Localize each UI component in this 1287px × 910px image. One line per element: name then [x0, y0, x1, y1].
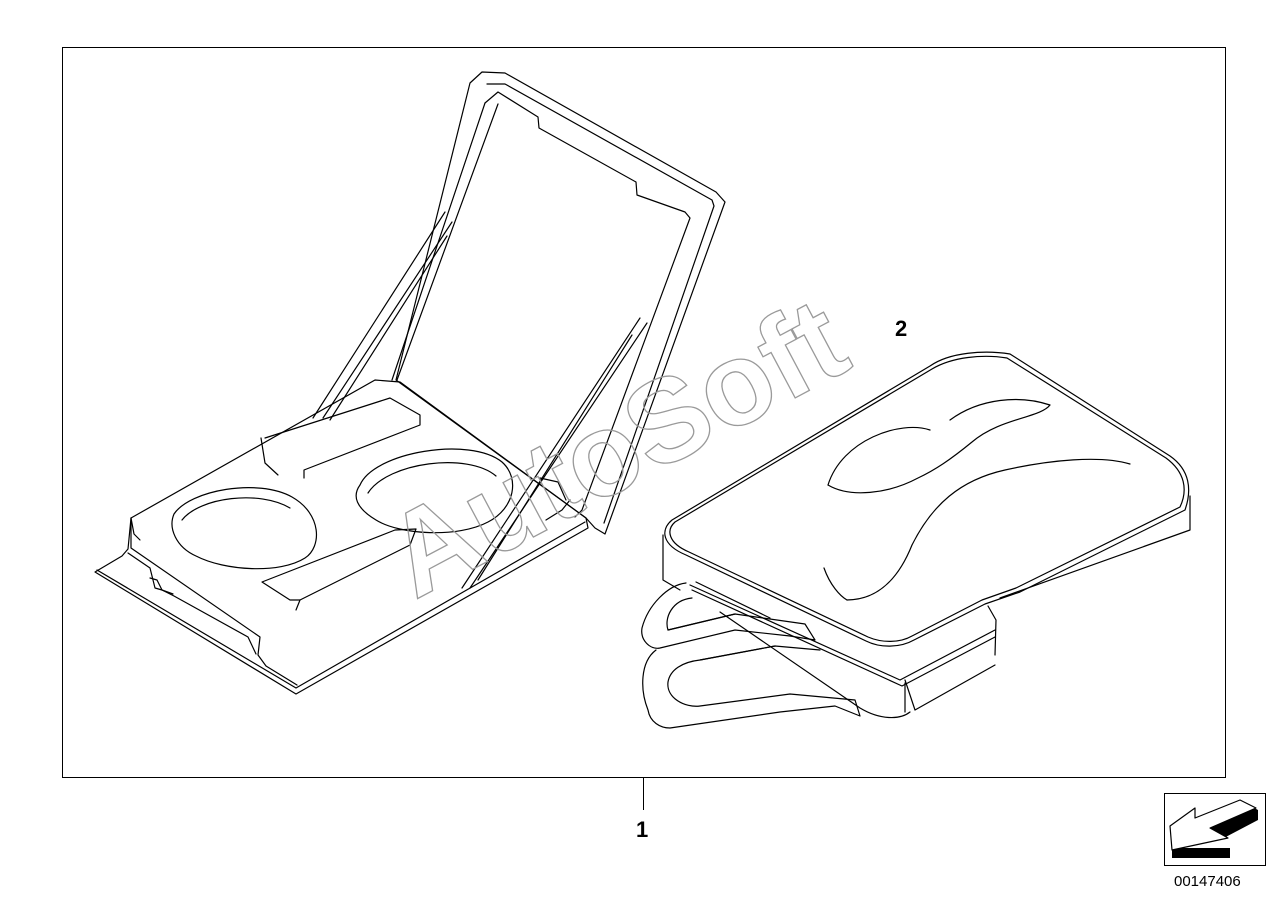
- zippered-bag-with-handles-icon[interactable]: [641, 351, 1191, 729]
- back-arrow-icon[interactable]: [1164, 793, 1266, 866]
- folding-holder-with-cup-recesses-icon[interactable]: [94, 71, 726, 695]
- diagram-number: 00147406: [1174, 873, 1241, 890]
- callout-part-1: 1: [636, 817, 648, 842]
- diagram-frame: [62, 47, 1226, 778]
- callout-part-2: 2: [895, 316, 907, 341]
- watermark-text: AutoSoft: [365, 273, 867, 623]
